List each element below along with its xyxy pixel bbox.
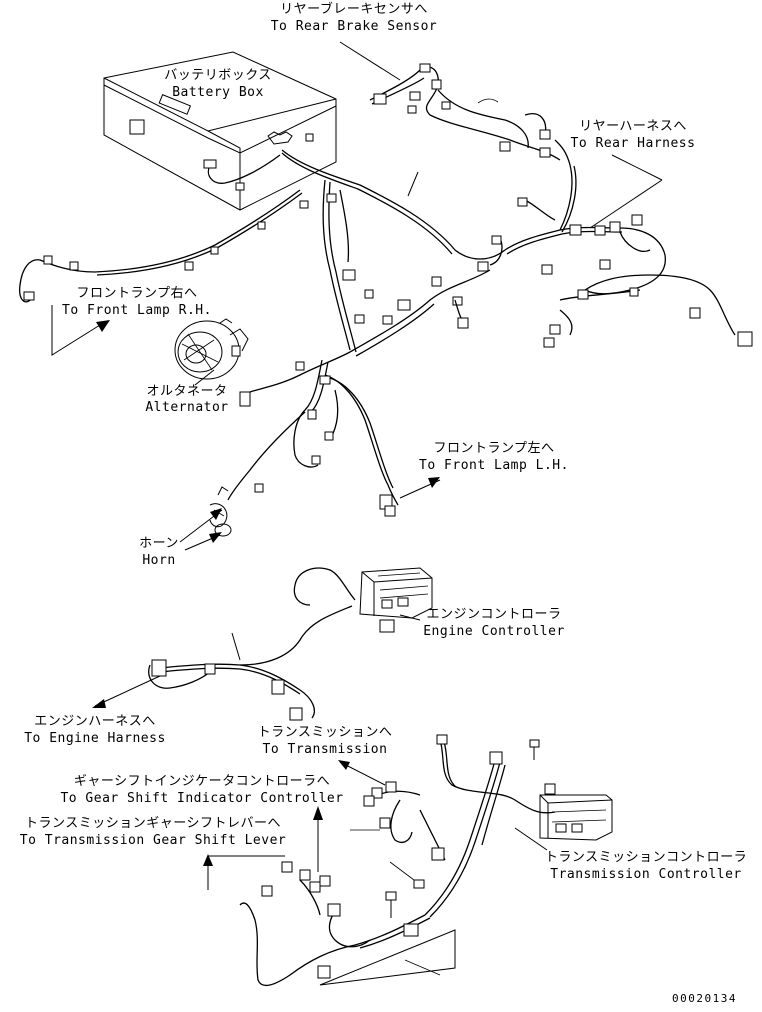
engine-controller-label-jp: エンジンコントローラ bbox=[426, 607, 562, 622]
transmission-controller-label-jp: トランスミッションコントローラ bbox=[544, 850, 748, 865]
battery-box-label-jp: バッテリボックス bbox=[164, 68, 272, 83]
rear-harness-label-en: To Rear Harness bbox=[570, 136, 696, 151]
battery-box-label-en: Battery Box bbox=[172, 85, 264, 100]
transmission-harness bbox=[239, 734, 556, 987]
gear-shift-lever-label-en: To Transmission Gear Shift Lever bbox=[19, 833, 287, 848]
main-harness bbox=[19, 149, 506, 407]
engine-area-harness bbox=[227, 359, 399, 517]
rear-brake-harness bbox=[369, 63, 561, 161]
horn bbox=[209, 486, 232, 537]
transmission-label-jp: トランスミッションへ bbox=[257, 725, 393, 740]
alternator-label-jp: オルタネータ bbox=[146, 384, 228, 399]
engine-controller-label-en: Engine Controller bbox=[423, 624, 565, 639]
rear-brake-sensor-label-en: To Rear Brake Sensor bbox=[270, 19, 438, 34]
horn-label-en: Horn bbox=[142, 553, 176, 568]
engine-harness bbox=[148, 659, 315, 721]
battery-box bbox=[103, 51, 337, 211]
gear-shift-indicator-label-jp: ギャーシフトインジケータコントローラへ bbox=[73, 774, 331, 789]
rear-brake-sensor-label-jp: リヤーブレーキセンサへ bbox=[280, 2, 428, 17]
front-lamp-rh-label-en: To Front Lamp R.H. bbox=[62, 303, 212, 318]
drawing-number: 00020134 bbox=[672, 992, 737, 1005]
alternator bbox=[174, 318, 249, 380]
rear-harness-label-jp: リヤーハーネスへ bbox=[579, 119, 687, 134]
front-lamp-lh-label-jp: フロントランプ左へ bbox=[433, 441, 555, 456]
gear-shift-lever-label-jp: トランスミッションギャーシフトレバーへ bbox=[25, 816, 281, 831]
transmission-label-en: To Transmission bbox=[262, 742, 388, 757]
gear-shift-indicator-label-en: To Gear Shift Indicator Controller bbox=[60, 791, 344, 806]
transmission-controller bbox=[539, 783, 613, 841]
front-lamp-rh-label-jp: フロントランプ右へ bbox=[76, 286, 198, 301]
leader-lines bbox=[51, 41, 663, 976]
rear-harness-area bbox=[477, 139, 753, 348]
engine-controller bbox=[239, 567, 433, 666]
alternator-label-en: Alternator bbox=[145, 400, 229, 415]
horn-label-jp: ホーン bbox=[139, 536, 179, 551]
engine-harness-label-jp: エンジンハーネスへ bbox=[34, 714, 156, 729]
engine-harness-label-en: To Engine Harness bbox=[24, 731, 166, 746]
transmission-controller-label-en: Transmission Controller bbox=[550, 867, 742, 882]
front-lamp-lh-label-en: To Front Lamp L.H. bbox=[419, 458, 569, 473]
